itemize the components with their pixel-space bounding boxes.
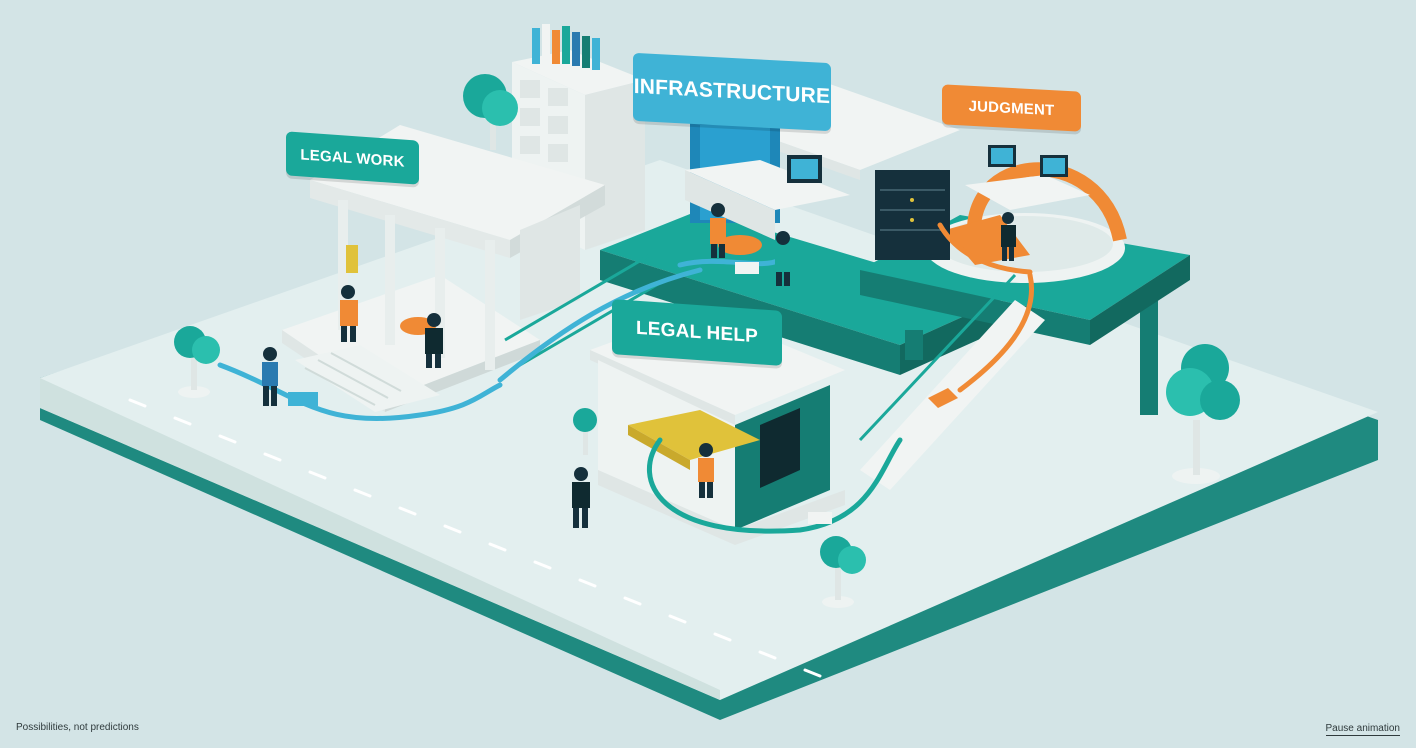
cable-connector — [808, 512, 832, 524]
legal-work-sign[interactable]: LEGAL WORK — [286, 131, 419, 185]
pause-animation-button[interactable]: Pause animation — [1325, 723, 1400, 736]
road-dashes — [128, 398, 822, 678]
person-orange — [698, 443, 714, 498]
cable-connector — [288, 392, 318, 406]
judgment-sign[interactable]: JUDGMENT — [942, 84, 1081, 132]
person-orange — [710, 203, 726, 258]
legal-help-sign[interactable]: LEGAL HELP — [612, 299, 782, 366]
person-orange — [340, 285, 358, 342]
tagline-text: Possibilities, not predictions — [16, 722, 139, 733]
staircase-ramp — [504, 253, 1045, 490]
person-blue — [262, 347, 278, 406]
person-teal — [775, 231, 791, 286]
person-dark — [572, 467, 590, 528]
person-dark — [425, 313, 443, 368]
infrastructure-sign[interactable]: INFRASTRUCTURE — [633, 52, 831, 132]
trees — [174, 74, 1240, 608]
person-dark — [1001, 212, 1016, 261]
people — [262, 203, 1016, 528]
cable-connector — [735, 262, 759, 274]
person-yellow — [346, 245, 358, 273]
